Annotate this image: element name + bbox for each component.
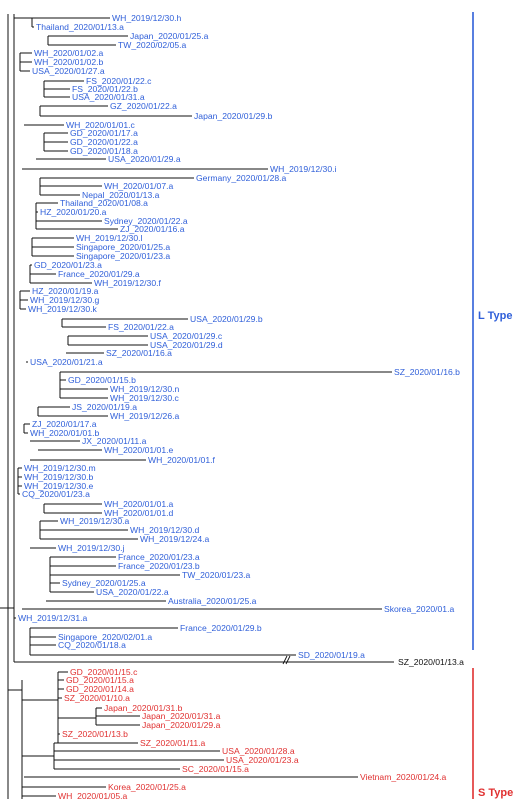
leaf-label: Japan_2020/01/29.b bbox=[194, 111, 273, 121]
leaf-label: USA_2020/01/31.a bbox=[72, 92, 145, 102]
leaf-label: JS_2020/01/19.a bbox=[72, 402, 137, 412]
leaf-label: France_2020/01/29.b bbox=[180, 623, 262, 633]
leaf-label: JX_2020/01/11.a bbox=[82, 436, 147, 446]
leaf-label: FS_2020/01/22.b bbox=[72, 84, 138, 94]
leaf-label: WH_2019/12/30.i bbox=[270, 164, 336, 174]
leaf-label: USA_2020/01/29.b bbox=[190, 314, 263, 324]
leaf-label: France_2020/01/23.b bbox=[118, 561, 200, 571]
leaf-label: SZ_2020/01/11.a bbox=[140, 738, 206, 748]
leaf-label: France_2020/01/23.a bbox=[118, 552, 200, 562]
leaf-label: SZ_2020/01/16.b bbox=[394, 367, 460, 377]
leaf-label: USA_2020/01/29.a bbox=[108, 154, 181, 164]
leaf-label: Australia_2020/01/25.a bbox=[168, 596, 257, 606]
leaf-label: GD_2020/01/15.b bbox=[68, 375, 136, 385]
leaf-label: SZ_2020/01/10.a bbox=[64, 693, 130, 703]
leaf-label: WH_2019/12/30.k bbox=[28, 304, 97, 314]
leaf-label: TW_2020/01/23.a bbox=[182, 570, 251, 580]
leaf-label: WH_2020/01/02.a bbox=[34, 48, 103, 58]
leaf-label: CQ_2020/01/18.a bbox=[58, 640, 126, 650]
leaf-label: WH_2019/12/30.a bbox=[60, 516, 129, 526]
leaf-label: ZJ_2020/01/16.a bbox=[120, 224, 185, 234]
leaf-label: WH_2019/12/30.e bbox=[24, 481, 93, 491]
leaf-label: WH_2020/01/01.b bbox=[30, 428, 99, 438]
leaf-label: Sydney_2020/01/22.a bbox=[104, 216, 188, 226]
leaf-label: GZ_2020/01/22.a bbox=[110, 101, 177, 111]
leaf-label: Germany_2020/01/28.a bbox=[196, 173, 287, 183]
leaf-label: Korea_2020/01/25.a bbox=[108, 782, 186, 792]
leaf-label: GD_2020/01/23.a bbox=[34, 260, 102, 270]
leaf-label: WH_2019/12/26.a bbox=[110, 411, 179, 421]
leaf-label: WH_2019/12/30.d bbox=[130, 525, 199, 535]
leaf-label: SZ_2020/01/13.b bbox=[62, 729, 128, 739]
leaf-label: WH_2020/01/01.f bbox=[148, 455, 215, 465]
leaf-label: GD_2020/01/15.c bbox=[70, 667, 138, 677]
leaf-label: USA_2020/01/22.a bbox=[96, 587, 169, 597]
leaf-label: WH_2019/12/30.m bbox=[24, 463, 96, 473]
leaf-label: GD_2020/01/14.a bbox=[66, 684, 134, 694]
leaf-label: USA_2020/01/23.a bbox=[226, 755, 299, 765]
leaf-label: Sydney_2020/01/25.a bbox=[62, 578, 146, 588]
leaf-label: Japan_2020/01/31.b bbox=[104, 703, 183, 713]
leaf-label: GD_2020/01/17.a bbox=[70, 128, 138, 138]
leaf-label: WH_2020/01/01.d bbox=[104, 508, 173, 518]
leaf-label: ZJ_2020/01/17.a bbox=[32, 419, 97, 429]
leaf-label: Singapore_2020/01/23.a bbox=[76, 251, 170, 261]
leaf-label: TW_2020/02/05.a bbox=[118, 40, 187, 50]
leaf-label: USA_2020/01/29.d bbox=[150, 340, 223, 350]
leaf-label: GD_2020/01/18.a bbox=[70, 146, 138, 156]
leaf-label: Skorea_2020/01.a bbox=[384, 604, 454, 614]
leaf-label: USA_2020/01/29.c bbox=[150, 331, 223, 341]
s-type-label: S Type bbox=[478, 787, 513, 799]
leaf-label: HZ_2020/01/19.a bbox=[32, 286, 99, 296]
tree-branches bbox=[0, 14, 394, 799]
leaf-label: FS_2020/01/22.c bbox=[86, 76, 152, 86]
leaf-labels: WH_2019/12/30.hThailand_2020/01/13.aJapa… bbox=[18, 13, 464, 799]
leaf-label: WH_2019/12/30.h bbox=[112, 13, 181, 23]
leaf-label: SD_2020/01/19.a bbox=[298, 650, 365, 660]
leaf-label: WH_2019/12/30.j bbox=[58, 543, 124, 553]
leaf-label: HZ_2020/01/20.a bbox=[40, 207, 107, 217]
leaf-label: WH_2020/01/07.a bbox=[104, 181, 173, 191]
leaf-label: Japan_2020/01/31.a bbox=[142, 711, 221, 721]
leaf-label: Thailand_2020/01/13.a bbox=[36, 22, 124, 32]
leaf-label: GD_2020/01/15.a bbox=[66, 675, 134, 685]
leaf-label: Vietnam_2020/01/24.a bbox=[360, 772, 447, 782]
leaf-label: WH_2019/12/31.a bbox=[18, 613, 87, 623]
leaf-label: Singapore_2020/01/25.a bbox=[76, 242, 170, 252]
leaf-label: USA_2020/01/21.a bbox=[30, 357, 103, 367]
leaf-label: USA_2020/01/28.a bbox=[222, 746, 295, 756]
leaf-label: Japan_2020/01/25.a bbox=[130, 31, 209, 41]
leaf-label: Singapore_2020/02/01.a bbox=[58, 632, 152, 642]
leaf-label: USA_2020/01/27.a bbox=[32, 66, 105, 76]
leaf-label: WH_2020/01/01.c bbox=[66, 120, 135, 130]
leaf-label: WH_2019/12/30.c bbox=[110, 393, 179, 403]
leaf-label: WH_2019/12/24.a bbox=[140, 534, 209, 544]
leaf-label: SZ_2020/01/16.a bbox=[106, 348, 172, 358]
leaf-label: WH_2019/12/30.b bbox=[24, 472, 93, 482]
leaf-label: WH_2019/12/30.f bbox=[94, 278, 161, 288]
leaf-label: WH_2020/01/05.a bbox=[58, 791, 127, 799]
leaf-label: WH_2020/01/01.e bbox=[104, 445, 173, 455]
leaf-label: Japan_2020/01/29.a bbox=[142, 720, 221, 730]
leaf-label: WH_2020/01/01.a bbox=[104, 499, 173, 509]
leaf-label: SZ_2020/01/13.a bbox=[398, 657, 464, 667]
leaf-label: WH_2019/12/30.l bbox=[76, 233, 142, 243]
branch-break-marker bbox=[282, 655, 291, 665]
l-type-label: L Type bbox=[478, 310, 512, 322]
leaf-label: GD_2020/01/22.a bbox=[70, 137, 138, 147]
leaf-label: Thailand_2020/01/08.a bbox=[60, 198, 148, 208]
leaf-label: WH_2019/12/30.n bbox=[110, 384, 179, 394]
leaf-label: Nepal_2020/01/13.a bbox=[82, 190, 160, 200]
leaf-label: France_2020/01/29.a bbox=[58, 269, 140, 279]
leaf-label: CQ_2020/01/23.a bbox=[22, 489, 90, 499]
leaf-label: WH_2020/01/02.b bbox=[34, 57, 103, 67]
leaf-label: SC_2020/01/15.a bbox=[182, 764, 249, 774]
leaf-label: FS_2020/01/22.a bbox=[108, 322, 174, 332]
leaf-label: WH_2019/12/30.g bbox=[30, 295, 99, 305]
